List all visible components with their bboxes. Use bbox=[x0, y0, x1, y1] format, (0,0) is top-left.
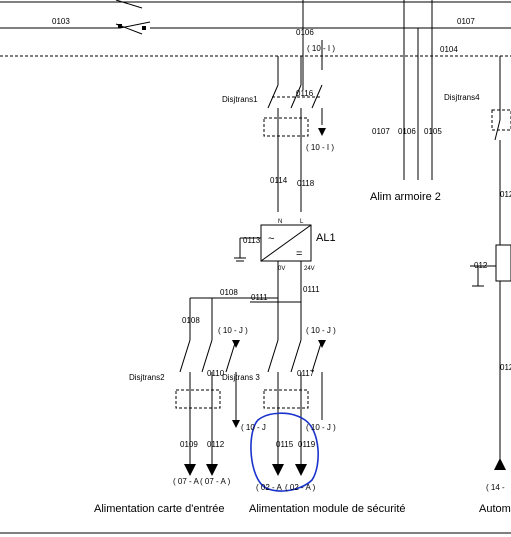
wire-label: 0110 bbox=[207, 369, 225, 378]
svg-text:~: ~ bbox=[268, 233, 274, 245]
device-tag: N bbox=[278, 219, 282, 225]
wire-label: 0117 bbox=[297, 369, 315, 378]
cross-ref: ( 14 - bbox=[486, 483, 505, 492]
cross-ref: ( 07 - A ) bbox=[200, 477, 231, 486]
wire-label: 012 bbox=[474, 261, 488, 270]
device-tag: Disjtrans4 bbox=[444, 93, 480, 102]
wire-label: 0112 bbox=[207, 440, 225, 449]
device-tag: Disjtrans2 bbox=[129, 373, 165, 382]
wire-label: 0109 bbox=[180, 440, 198, 449]
wire-label: 0103 bbox=[52, 17, 70, 26]
caption: Alim armoire 2 bbox=[370, 191, 441, 203]
wire-label: 0108 bbox=[220, 288, 238, 297]
wire-label: 0119 bbox=[298, 440, 316, 449]
caption: Autom bbox=[479, 503, 511, 515]
wire-label: 0118 bbox=[297, 179, 315, 188]
wire-label: 0115 bbox=[276, 440, 294, 449]
lower-left-branch bbox=[175, 297, 301, 476]
wire-label: 0113 bbox=[243, 236, 261, 245]
wire-label: 0111 bbox=[251, 293, 268, 302]
wire-label: 0106 bbox=[296, 28, 314, 37]
wire-label: 0116 bbox=[296, 89, 314, 98]
device-tag: Disjtrans1 bbox=[222, 95, 258, 104]
device-tag: L bbox=[300, 219, 304, 225]
top-bus bbox=[0, 0, 511, 57]
wire-label: 012 bbox=[500, 363, 511, 372]
cross-ref: ( 10 - J ) bbox=[218, 326, 248, 335]
cross-ref: ( 10 - J bbox=[241, 423, 266, 432]
wire-label: 0106 bbox=[398, 127, 416, 136]
risers bbox=[302, 0, 433, 180]
wire-label: 0105 bbox=[424, 127, 442, 136]
wire-label: 0107 bbox=[457, 17, 475, 26]
device-tag: 24V bbox=[304, 266, 315, 272]
lower-right-branch bbox=[263, 339, 326, 476]
al1-supply: ~ = bbox=[234, 224, 312, 340]
svg-text:=: = bbox=[296, 248, 302, 260]
wire-label: 012 bbox=[500, 190, 511, 199]
cross-ref: ( 02 - A ) bbox=[285, 483, 316, 492]
cross-ref: ( 10 - J ) bbox=[306, 423, 336, 432]
disjtrans1 bbox=[263, 56, 326, 212]
cross-ref: ( 02 - A bbox=[256, 483, 282, 492]
wire-label: 0107 bbox=[372, 127, 390, 136]
cross-ref: ( 07 - A bbox=[173, 477, 199, 486]
markup-circle bbox=[250, 412, 319, 492]
wire-label: 0108 bbox=[182, 316, 200, 325]
cross-ref: ( 10 - J ) bbox=[306, 326, 336, 335]
caption: Alimentation carte d'entrée bbox=[94, 503, 225, 515]
cross-ref: ( 10 - I ) bbox=[307, 44, 335, 53]
wire-label: 0111 bbox=[303, 285, 320, 294]
wire-label: 0114 bbox=[270, 176, 288, 185]
device-tag: Disjtrans 3 bbox=[222, 373, 260, 382]
right-partial bbox=[470, 56, 511, 470]
cross-ref: ( 10 - I ) bbox=[306, 143, 334, 152]
wire-label: 0104 bbox=[440, 45, 458, 54]
device-tag: 0V bbox=[278, 266, 285, 272]
device-tag: AL1 bbox=[316, 232, 336, 244]
caption: Alimentation module de sécurité bbox=[249, 503, 406, 515]
